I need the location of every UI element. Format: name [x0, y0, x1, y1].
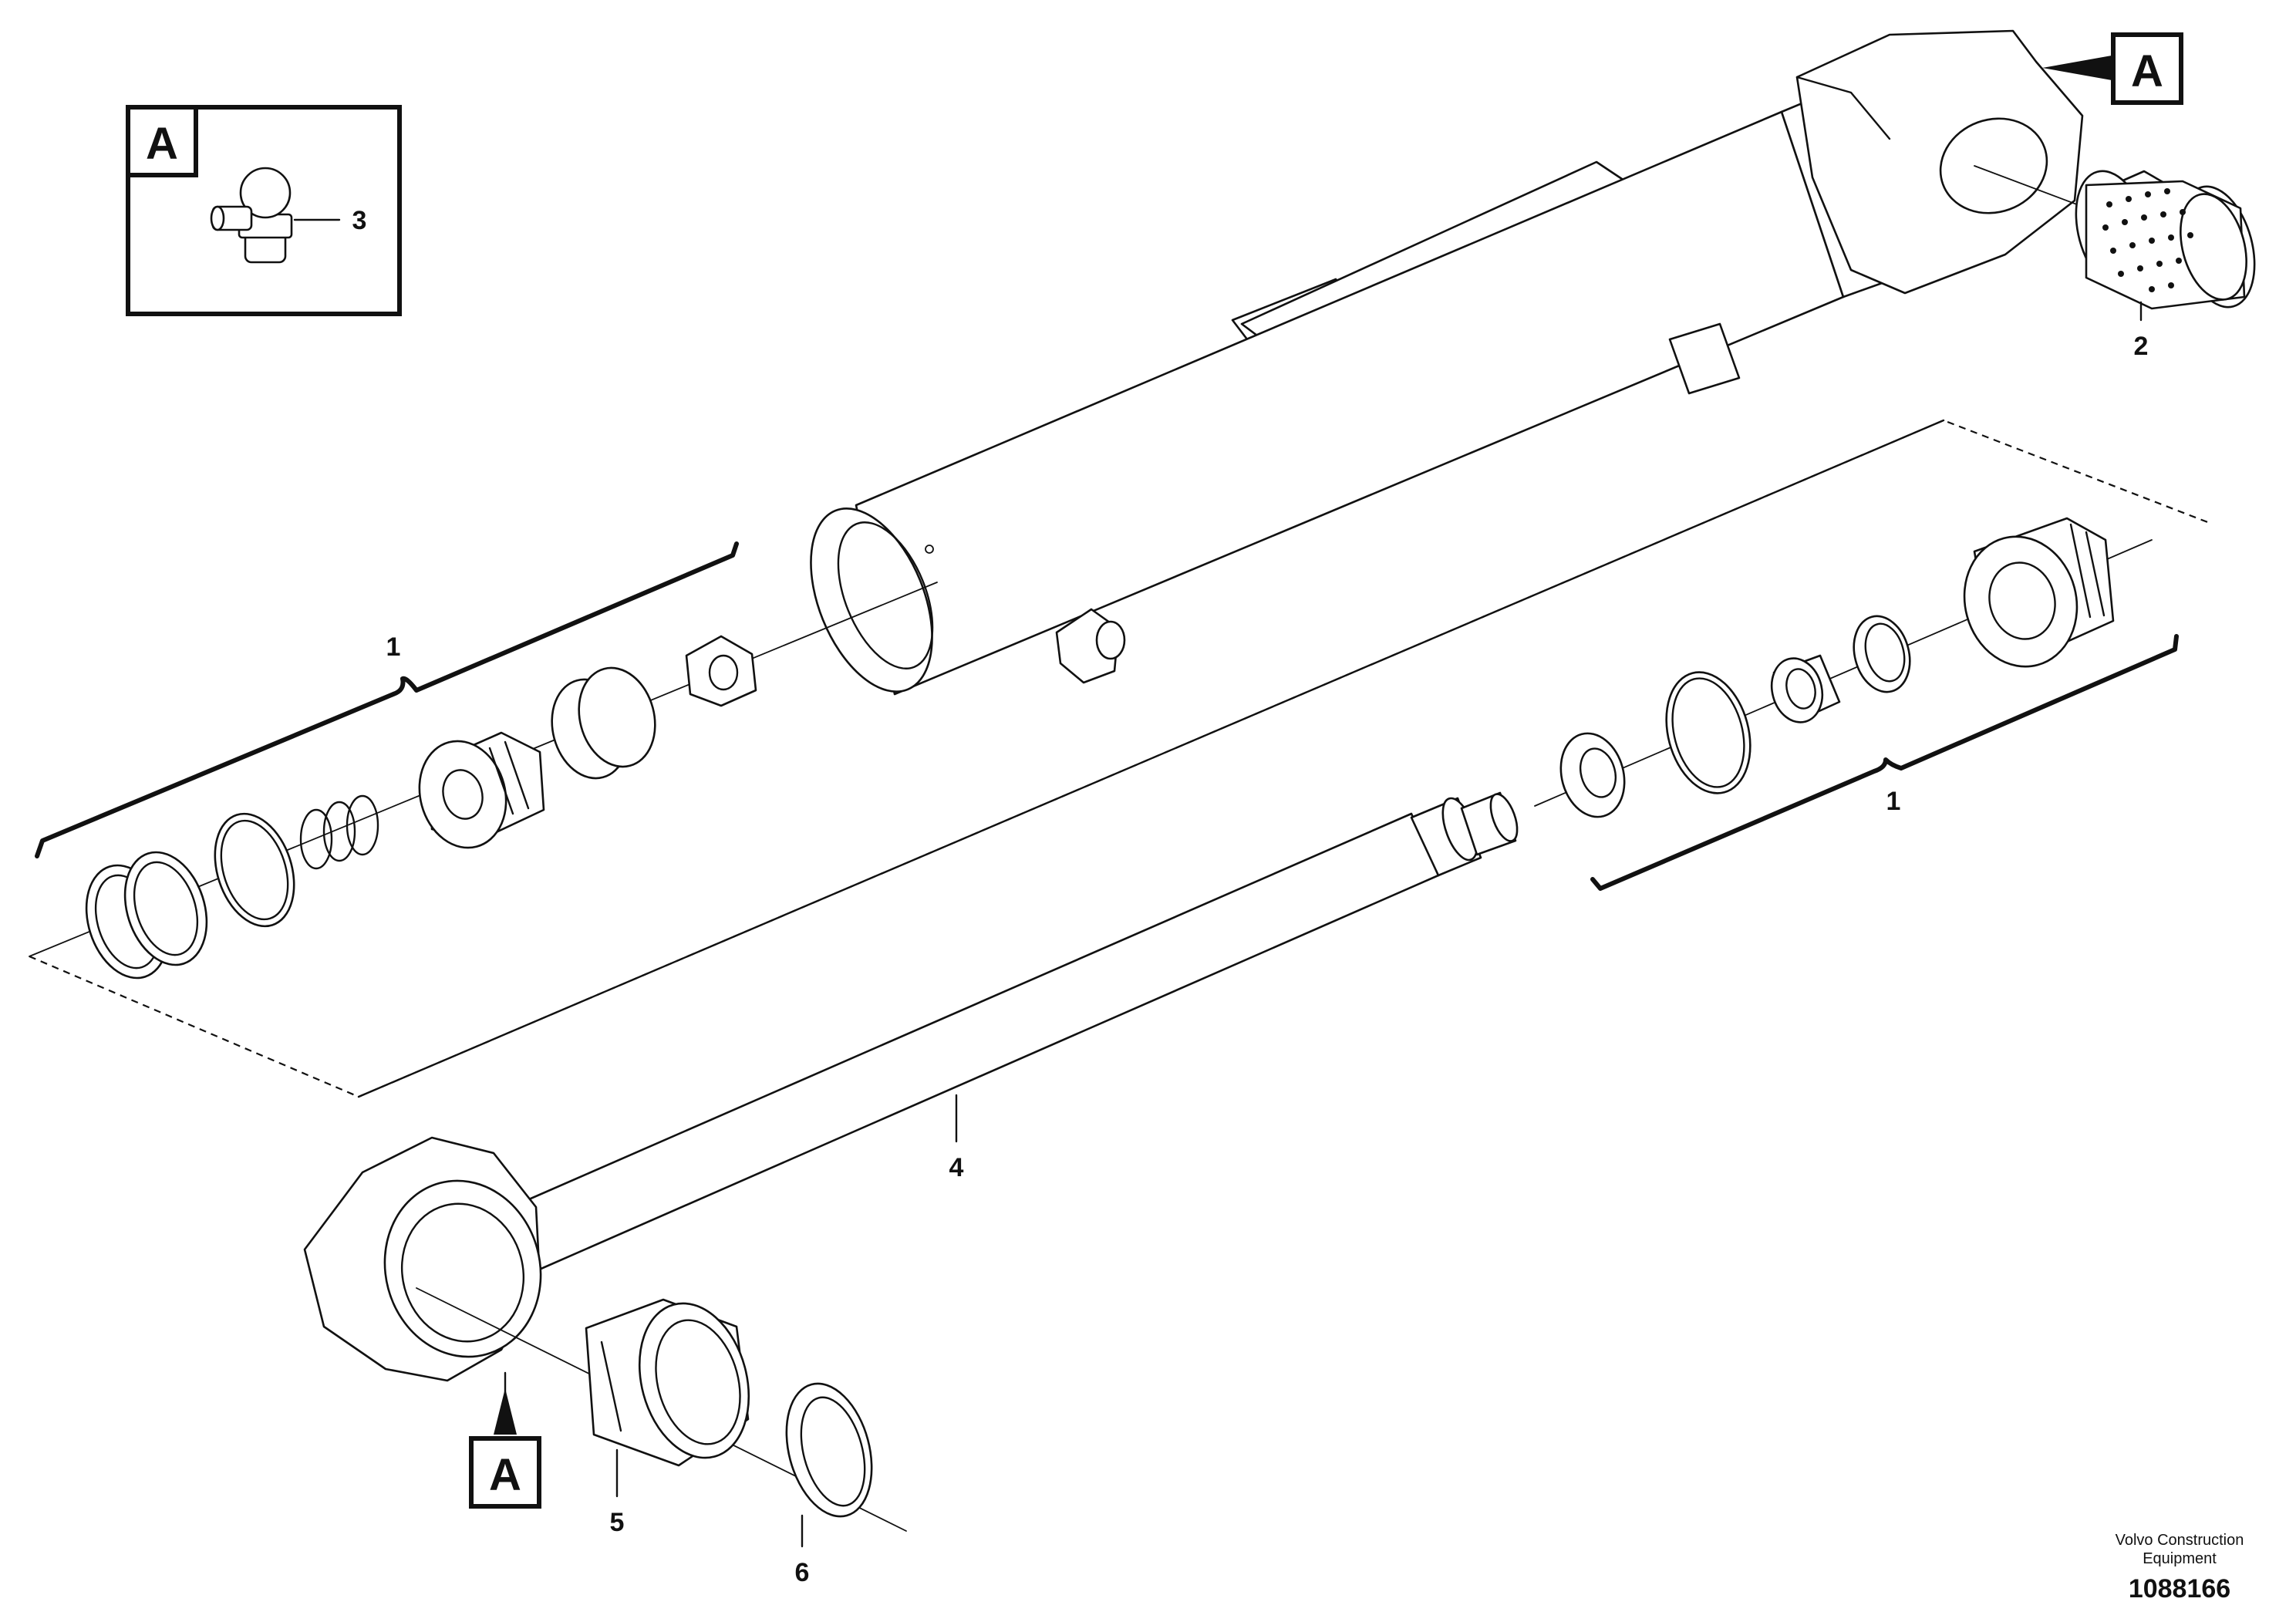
- reference-mark-bottom: A: [469, 1371, 541, 1509]
- detail-box-label: A: [146, 119, 178, 169]
- cylinder-barrel: [810, 29, 2084, 696]
- bracket-left: [35, 541, 739, 858]
- svg-text:A: A: [489, 1450, 521, 1500]
- grease-nipple-icon: [210, 167, 293, 264]
- maker-name: Volvo Construction: [2116, 1532, 2244, 1549]
- kit-outline: [29, 419, 2211, 1098]
- callout-1-left: 1: [386, 632, 401, 662]
- callout-1-right: 1: [1886, 787, 1901, 816]
- callout-4: 4: [949, 1153, 964, 1182]
- piston-seal-kit: [29, 582, 938, 980]
- reference-mark-top-right: A: [2042, 32, 2183, 105]
- callout-3: 3: [352, 206, 367, 235]
- callout-6: 6: [795, 1558, 810, 1587]
- callout-5: 5: [610, 1508, 625, 1537]
- rod-eye-bushing: [585, 1298, 750, 1467]
- perforated-bushing: [2075, 170, 2256, 310]
- image-number: 1088166: [2129, 1574, 2230, 1603]
- bracket-right: [1590, 634, 2179, 891]
- piston-rod: [303, 791, 1519, 1382]
- rod-seal-kit: [1534, 517, 2153, 818]
- callout-2: 2: [2134, 332, 2149, 361]
- maker-name-line2: Equipment: [2143, 1550, 2217, 1567]
- detail-box-a: A: [126, 105, 402, 316]
- svg-text:A: A: [2131, 46, 2163, 96]
- dust-seal: [785, 1382, 873, 1518]
